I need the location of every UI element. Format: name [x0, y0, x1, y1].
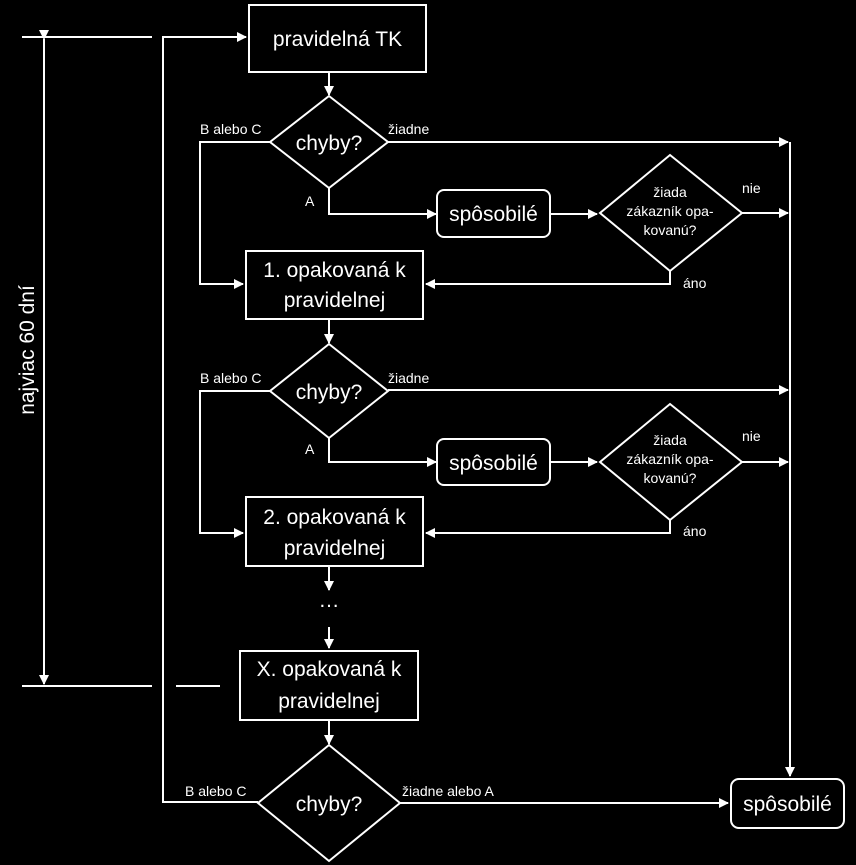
start-box: pravidelná TK	[248, 4, 427, 73]
ask-1-yes-label: áno	[683, 275, 707, 291]
decision-1: chyby?	[268, 94, 390, 190]
decision-1-bc-label: B alebo C	[200, 121, 261, 137]
svg-text:žiada: žiada	[653, 432, 687, 448]
decision-2-a-label: A	[305, 441, 315, 457]
start-label: pravidelná TK	[273, 28, 402, 51]
ask-1-no-label: nie	[742, 180, 761, 196]
repeat-box-1: 1. opakovaná k pravidelnej	[245, 250, 424, 320]
svg-text:chyby?: chyby?	[296, 793, 363, 816]
decision-1-a-label: A	[305, 193, 315, 209]
decision-final-bc-label: B alebo C	[185, 783, 246, 799]
ask-2-no-label: nie	[742, 428, 761, 444]
ask-2-yes-label: áno	[683, 523, 707, 539]
svg-text:pravidelnej: pravidelnej	[278, 690, 380, 713]
decision-2-none-label: žiadne	[388, 370, 429, 386]
time-span-indicator: najviac 60 dní	[16, 30, 220, 687]
svg-text:zákazník opa-: zákazník opa-	[626, 451, 713, 467]
ask-decision-1: žiada zákazník opa- kovanú?	[598, 153, 744, 273]
fit-box-1-label: spôsobilé	[449, 203, 538, 226]
fit-box-2: spôsobilé	[436, 438, 551, 486]
decision-2-bc-label: B alebo C	[200, 370, 261, 386]
svg-text:kovanú?: kovanú?	[644, 222, 697, 238]
svg-text:pravidelnej: pravidelnej	[284, 537, 386, 560]
time-span-label: najviac 60 dní	[16, 285, 39, 415]
svg-text:X. opakovaná k: X. opakovaná k	[257, 658, 402, 681]
svg-text:pravidelnej: pravidelnej	[284, 289, 386, 312]
ellipsis: …	[319, 589, 340, 612]
decision-final-none-a-label: žiadne alebo A	[402, 783, 495, 799]
svg-text:žiada: žiada	[653, 184, 687, 200]
decision-1-label: chyby?	[296, 132, 363, 155]
svg-text:spôsobilé: spôsobilé	[449, 452, 538, 475]
fit-box-1: spôsobilé	[436, 189, 551, 238]
final-fit-box: spôsobilé	[730, 778, 845, 829]
decision-1-none-label: žiadne	[388, 121, 429, 137]
ask-decision-2: žiada zákazník opa- kovanú?	[598, 402, 744, 522]
svg-text:chyby?: chyby?	[296, 381, 363, 404]
svg-text:zákazník opa-: zákazník opa-	[626, 203, 713, 219]
svg-text:kovanú?: kovanú?	[644, 470, 697, 486]
svg-text:1. opakovaná k: 1. opakovaná k	[263, 259, 406, 282]
svg-text:2. opakovaná k: 2. opakovaná k	[263, 506, 406, 529]
decision-final: chyby?	[256, 743, 402, 863]
decision-2: chyby?	[268, 342, 390, 440]
repeat-box-x: X. opakovaná k pravidelnej	[239, 650, 419, 721]
repeat-box-2: 2. opakovaná k pravidelnej	[245, 496, 424, 567]
final-fit-label: spôsobilé	[743, 793, 832, 816]
